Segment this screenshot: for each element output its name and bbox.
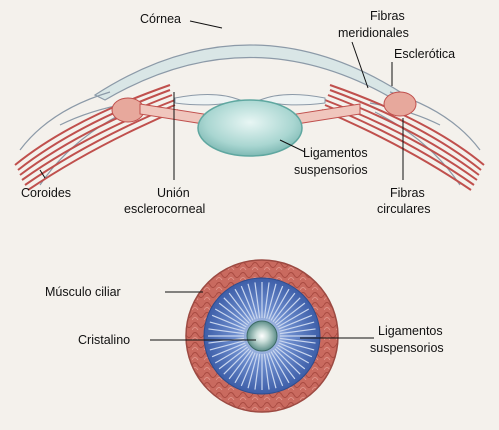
label-cristalino: Cristalino [78, 333, 130, 347]
eye-cross-section [15, 45, 484, 190]
label-ligamentos-top-1: Ligamentos [303, 146, 368, 160]
label-union-2: esclerocorneal [124, 202, 205, 216]
eye-frontal-view [186, 260, 338, 412]
label-coroides: Coroides [21, 186, 71, 200]
lens-frontal [247, 321, 277, 351]
label-esclerotica: Esclerótica [394, 47, 455, 61]
lens [198, 100, 302, 156]
label-ligamentos-bottom-1: Ligamentos [378, 324, 443, 338]
label-fibras-circulares-1: Fibras [390, 186, 425, 200]
cornea [95, 45, 405, 100]
label-fibras-circulares-2: circulares [377, 202, 431, 216]
label-fibras-meridionales-1: Fibras [370, 9, 405, 23]
label-cornea: Córnea [140, 12, 181, 26]
label-musculo-ciliar: Músculo ciliar [45, 285, 121, 299]
ciliary-muscle-left [15, 85, 178, 190]
label-ligamentos-top-2: suspensorios [294, 163, 368, 177]
circular-fibres-right [384, 92, 416, 116]
label-union-1: Unión [157, 186, 190, 200]
label-fibras-meridionales-2: meridionales [338, 26, 409, 40]
label-ligamentos-bottom-2: suspensorios [370, 341, 444, 355]
circular-fibres-left [112, 98, 144, 122]
